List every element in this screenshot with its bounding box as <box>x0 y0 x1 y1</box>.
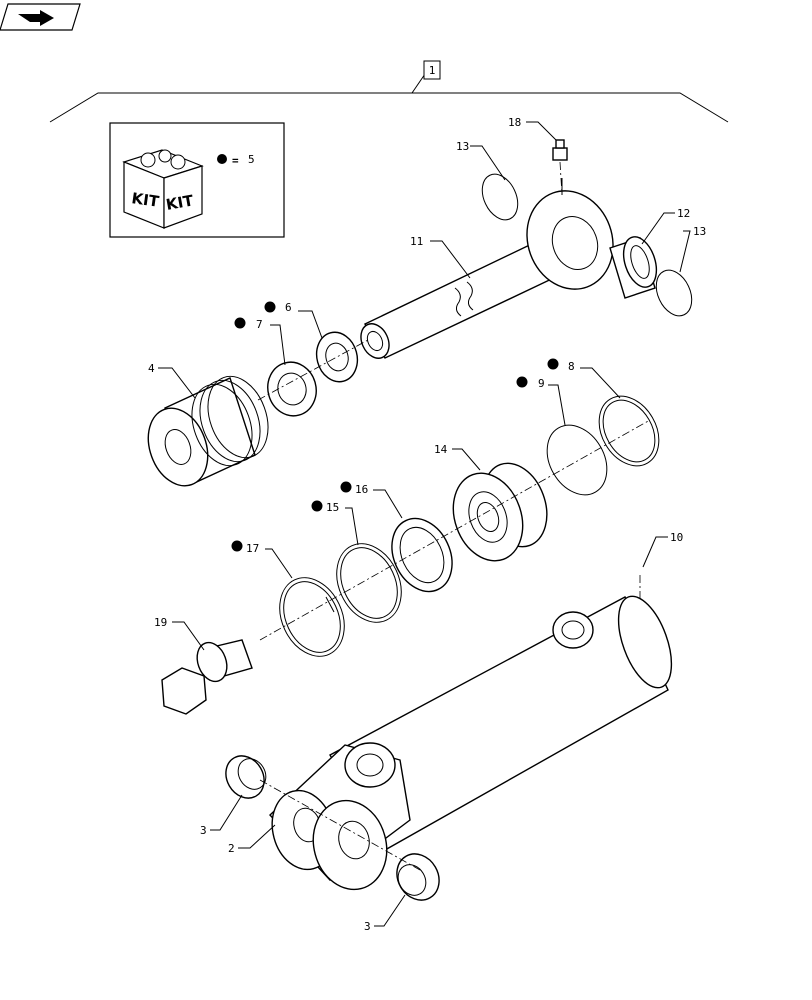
ring-9[interactable] <box>535 414 619 505</box>
kit-marker-dot <box>217 154 227 164</box>
callout-12[interactable]: 12 <box>677 207 690 220</box>
callout-8[interactable]: 8 <box>568 360 575 373</box>
callout-14[interactable]: 14 <box>434 443 448 456</box>
snap-ring-13-left[interactable] <box>475 168 524 225</box>
callout-labels: 13 18 11 12 13 4 6 7 8 9 14 16 15 17 10 … <box>148 116 706 933</box>
cylinder-barrel[interactable] <box>264 589 682 897</box>
callout-2[interactable]: 2 <box>228 842 235 855</box>
callout-6[interactable]: 6 <box>285 301 292 314</box>
bushing-3-top[interactable] <box>218 749 271 805</box>
ring-17[interactable] <box>267 567 356 667</box>
kit-label-left: KIT <box>130 189 160 211</box>
callout-13-right[interactable]: 13 <box>693 225 706 238</box>
kit-box-icon: KIT KIT <box>122 149 204 229</box>
return-arrow-icon <box>18 10 54 26</box>
callout-4[interactable]: 4 <box>148 362 155 375</box>
callout-7[interactable]: 7 <box>256 318 263 331</box>
kit-label-right: KIT <box>165 191 196 214</box>
snap-ring-13-right[interactable] <box>649 264 698 321</box>
callout-13-left[interactable]: 13 <box>456 140 469 153</box>
assembly-bracket: 1 <box>49 60 729 123</box>
rod-eye[interactable] <box>513 178 626 301</box>
callout-3-bottom[interactable]: 3 <box>364 920 371 933</box>
callout-3-top[interactable]: 3 <box>200 824 207 837</box>
kit-ref-label: 5 <box>248 153 255 166</box>
kit-legend: KIT KIT = 5 <box>109 122 285 238</box>
bushing-12[interactable] <box>609 233 662 299</box>
assembly-ref-label: 1 <box>429 64 436 77</box>
piston-4[interactable] <box>138 368 279 494</box>
callout-17[interactable]: 17 <box>246 542 259 555</box>
bushing-3-bottom[interactable] <box>389 846 448 908</box>
gland-14[interactable] <box>442 454 558 570</box>
seal-6[interactable] <box>311 328 363 387</box>
callout-18[interactable]: 18 <box>508 116 521 129</box>
seal-7[interactable] <box>262 357 322 422</box>
callout-9[interactable]: 9 <box>538 377 545 390</box>
assembly-ref-box[interactable] <box>423 60 441 80</box>
ring-8[interactable] <box>587 385 671 476</box>
ring-16[interactable] <box>381 509 464 602</box>
piston-rod[interactable] <box>356 239 561 363</box>
kit-markers <box>231 301 559 552</box>
callout-leaders <box>158 121 691 927</box>
callout-19[interactable]: 19 <box>154 616 167 629</box>
callout-10[interactable]: 10 <box>670 531 683 544</box>
grease-fitting-18[interactable] <box>552 139 568 196</box>
callout-11[interactable]: 11 <box>410 235 423 248</box>
kit-equals-sign: = <box>232 154 239 167</box>
callout-16[interactable]: 16 <box>355 483 368 496</box>
callout-15[interactable]: 15 <box>326 501 339 514</box>
bolt-19[interactable] <box>161 638 253 715</box>
return-arrow-button[interactable] <box>0 3 81 31</box>
ring-15[interactable] <box>324 533 413 633</box>
